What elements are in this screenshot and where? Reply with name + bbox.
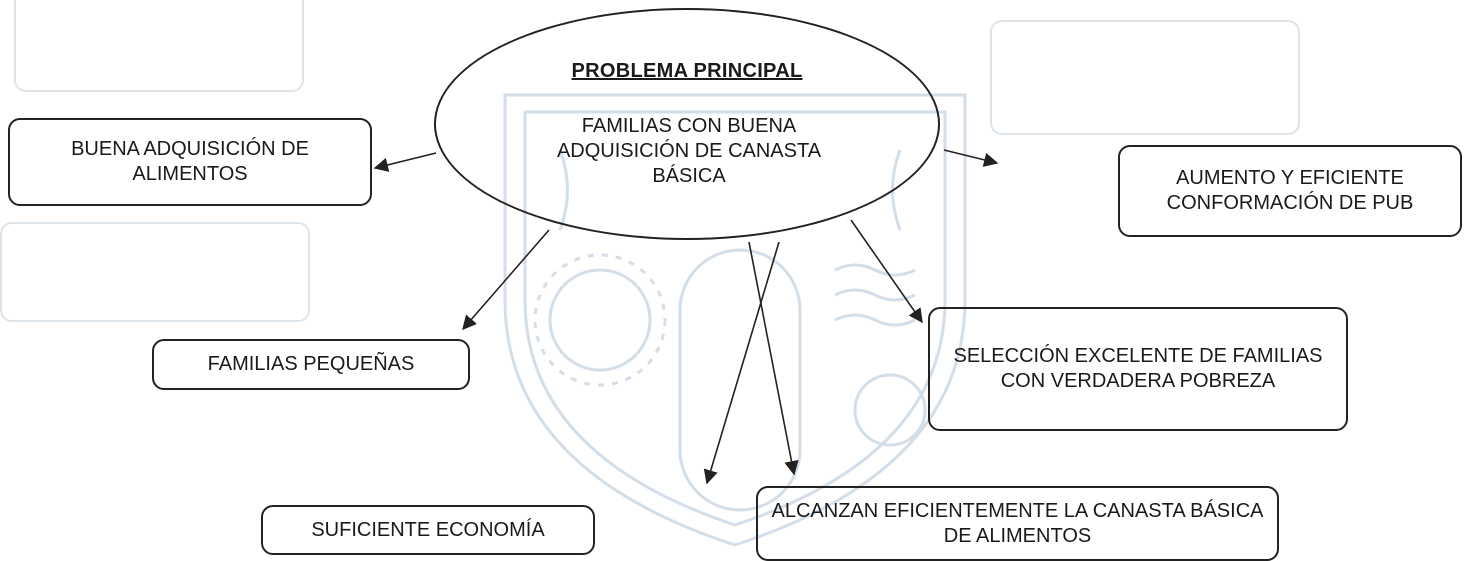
main-problem-title: PROBLEMA PRINCIPAL xyxy=(571,60,803,82)
box-label: AUMENTO Y EFICIENTE CONFORMACIÓN DE PUB xyxy=(1166,167,1414,214)
box-label: BUENA ADQUISICIÓN DE ALIMENTOS xyxy=(71,138,309,185)
box-seleccion-excelente: SELECCIÓN EXCELENTE DE FAMILIAS CON VERD… xyxy=(928,307,1348,431)
box-suficiente-economia: SUFICIENTE ECONOMÍA xyxy=(261,505,595,555)
arrow-to-familias-pequenas xyxy=(462,229,550,331)
box-label: SELECCIÓN EXCELENTE DE FAMILIAS CON VERD… xyxy=(953,345,1323,392)
watermark-ghost-box xyxy=(0,222,310,322)
box-alcanzan-canasta: ALCANZAN EFICIENTEMENTE LA CANASTA BÁSIC… xyxy=(756,486,1279,561)
arrow-to-seleccion xyxy=(850,219,923,324)
main-problem-text: FAMILIAS CON BUENA ADQUISICIÓN DE CANAST… xyxy=(556,115,822,187)
box-label: ALCANZAN EFICIENTEMENTE LA CANASTA BÁSIC… xyxy=(771,499,1264,547)
box-aumento-eficiente: AUMENTO Y EFICIENTE CONFORMACIÓN DE PUB xyxy=(1118,145,1462,237)
watermark-ghost-box xyxy=(990,20,1300,135)
box-label: FAMILIAS PEQUEÑAS xyxy=(207,353,415,375)
box-label: SUFICIENTE ECONOMÍA xyxy=(311,518,545,541)
main-problem-ellipse xyxy=(434,8,940,240)
box-buena-adquisicion: BUENA ADQUISICIÓN DE ALIMENTOS xyxy=(8,118,372,206)
box-familias-pequenas: FAMILIAS PEQUEÑAS xyxy=(152,339,470,390)
arrow-to-buena-adquisicion xyxy=(373,152,437,172)
watermark-ghost-box xyxy=(14,0,304,92)
arrow-to-alcanzan xyxy=(748,241,799,476)
arrow-to-aumento xyxy=(943,149,999,167)
arrow-crossing-left xyxy=(703,241,780,485)
